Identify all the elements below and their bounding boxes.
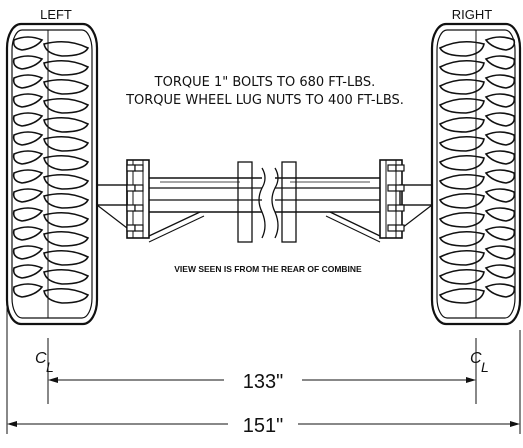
bolt-head (126, 184, 136, 192)
bolt-head (395, 224, 405, 232)
right-label: RIGHT (452, 7, 493, 22)
bolt-head (134, 184, 144, 192)
bolt-head (387, 224, 397, 232)
axle-assembly (96, 159, 433, 243)
bolt-head (395, 164, 405, 172)
bolt-head (126, 224, 136, 232)
svg-text:C: C (35, 350, 47, 367)
bolt-head (387, 204, 397, 212)
view-note: VIEW SEEN IS FROM THE REAR OF COMBINE (174, 264, 362, 274)
torque-bolts-note: TORQUE 1" BOLTS TO 680 FT-LBS. (154, 75, 376, 90)
bolt-head (134, 164, 144, 172)
bolt-head (387, 164, 397, 172)
svg-text:L: L (481, 359, 489, 375)
centerline-left-symbol: C L (35, 350, 54, 375)
dimension-151 (6, 290, 521, 434)
hub-bolts (126, 164, 405, 232)
bolt-head (126, 204, 136, 212)
torque-lug-nuts-note: TORQUE WHEEL LUG NUTS TO 400 FT-LBS. (125, 93, 404, 108)
bolt-head (134, 224, 144, 232)
svg-text:L: L (46, 359, 54, 375)
inner-dimension-value: 133" (243, 371, 283, 393)
right-tire (430, 22, 522, 326)
left-tire (5, 22, 99, 326)
centerline-right-symbol: C L (470, 350, 489, 375)
bolt-head (395, 184, 405, 192)
dimension-133 (47, 338, 477, 404)
bolt-head (387, 184, 397, 192)
bolt-head (126, 164, 136, 172)
left-label: LEFT (40, 7, 72, 22)
bolt-head (395, 204, 405, 212)
bolt-head (134, 204, 144, 212)
outer-dimension-value: 151" (243, 415, 283, 437)
